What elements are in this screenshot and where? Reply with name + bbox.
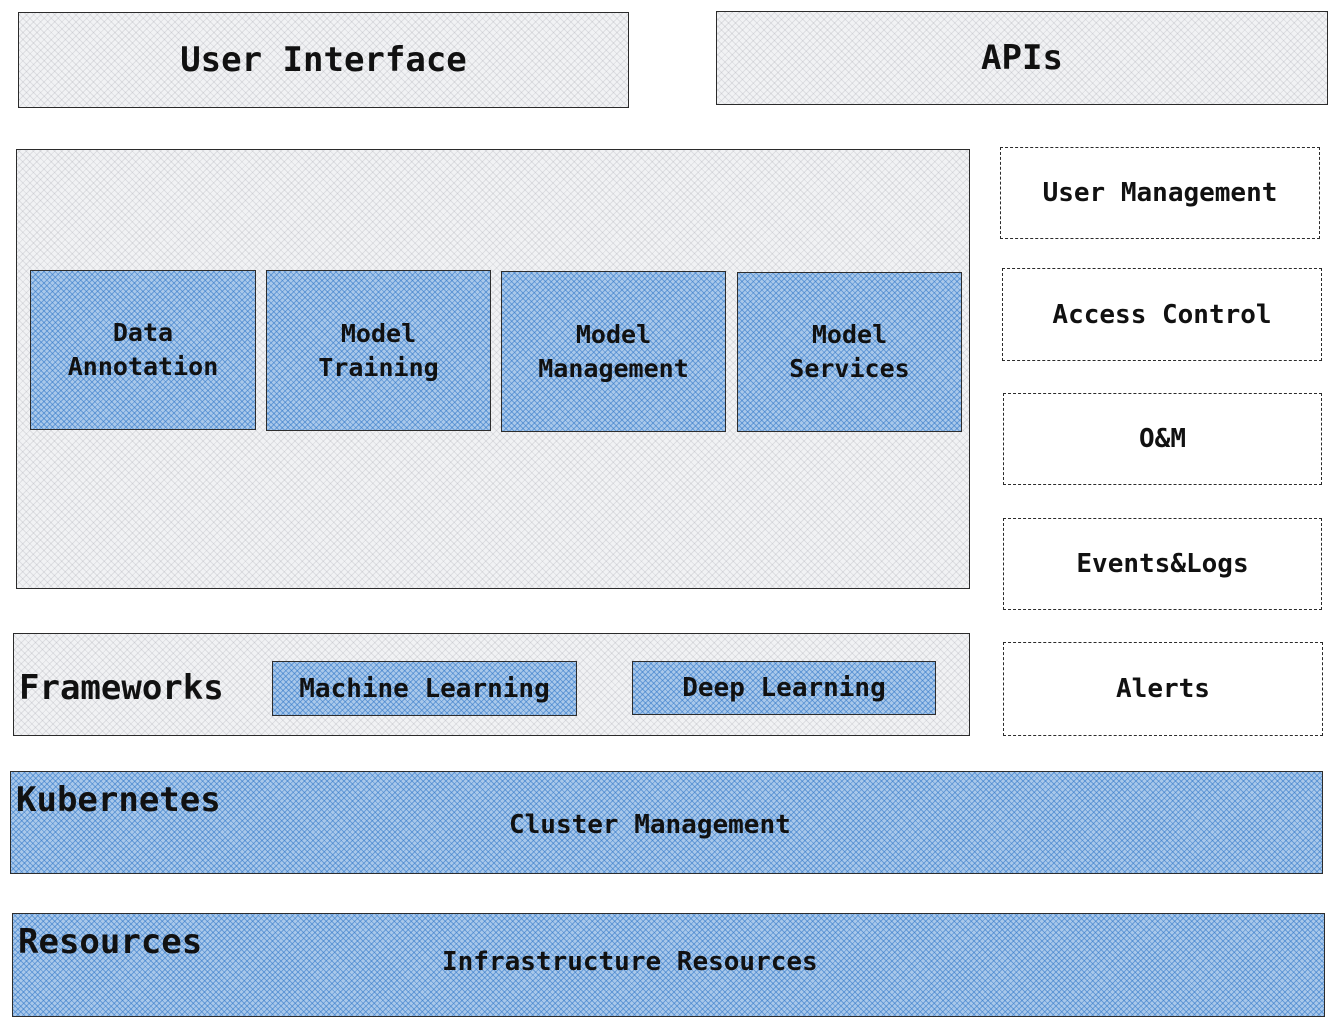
side-alerts: Alerts	[1003, 642, 1323, 736]
kubernetes-layer: Kubernetes Cluster Management	[10, 771, 1323, 874]
module-data-annotation: Data Annotation	[30, 270, 256, 430]
user-interface-box: User Interface	[18, 12, 629, 108]
framework-machine-learning-label: Machine Learning	[299, 673, 550, 704]
module-model-training: Model Training	[266, 270, 491, 431]
kubernetes-title: Kubernetes	[16, 780, 221, 820]
module-model-services-line2: Services	[789, 354, 910, 383]
module-model-training-line2: Training	[318, 352, 439, 382]
side-om: O&M	[1003, 393, 1322, 485]
side-access-control-label: Access Control	[1052, 299, 1272, 330]
framework-deep-learning: Deep Learning	[632, 661, 936, 715]
resources-layer: Resources Infrastructure Resources	[12, 913, 1325, 1017]
module-data-annotation-line1: Data	[112, 318, 174, 347]
side-om-label: O&M	[1139, 424, 1186, 454]
kubernetes-content: Cluster Management	[509, 810, 791, 840]
side-user-management-label: User Management	[1042, 178, 1278, 208]
module-model-management-line2: Management	[538, 353, 689, 383]
side-user-management: User Management	[1000, 147, 1320, 239]
module-model-services-line1: Model	[811, 320, 888, 349]
user-interface-label: User Interface	[180, 40, 467, 80]
side-events-logs: Events&Logs	[1003, 518, 1322, 610]
framework-machine-learning: Machine Learning	[272, 661, 577, 716]
module-data-annotation-line2: Annotation	[67, 352, 219, 381]
resources-title: Resources	[18, 922, 203, 962]
framework-deep-learning-label: Deep Learning	[682, 673, 886, 703]
frameworks-title: Frameworks	[19, 668, 224, 708]
side-access-control: Access Control	[1002, 268, 1322, 361]
side-alerts-label: Alerts	[1116, 674, 1210, 704]
apis-label: APIs	[981, 38, 1063, 78]
module-model-management: Model Management	[501, 271, 726, 432]
module-model-training-line1: Model	[340, 318, 417, 348]
apis-box: APIs	[716, 11, 1328, 105]
module-model-management-line1: Model	[575, 319, 652, 349]
side-events-logs-label: Events&Logs	[1076, 549, 1249, 579]
resources-content: Infrastructure Resources	[442, 947, 818, 977]
module-model-services: Model Services	[737, 272, 962, 432]
